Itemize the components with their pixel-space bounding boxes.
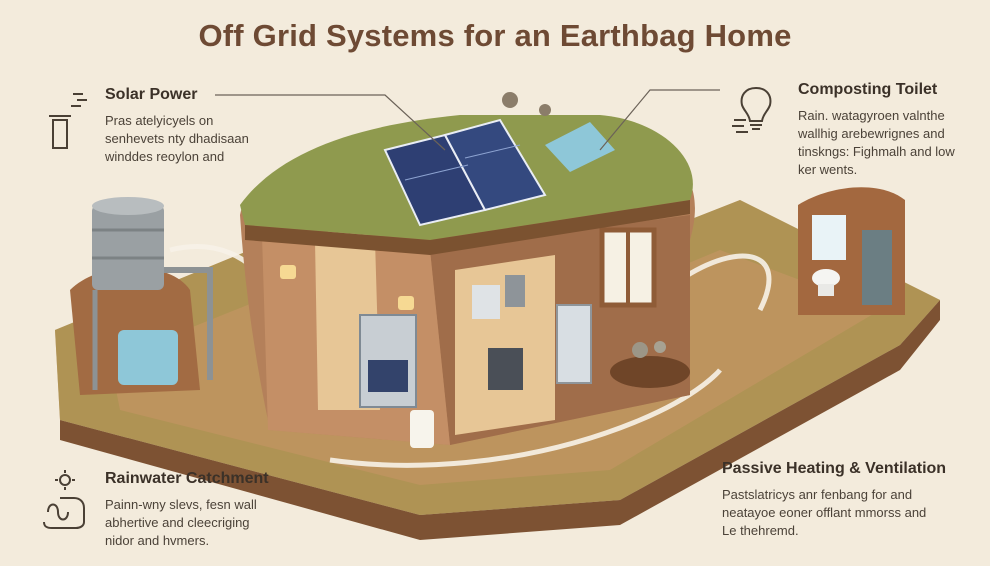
solar-power-description: Pras atelyicyels on senhevets nty dhadis…	[105, 113, 249, 164]
rainwater-catchment-description: Painn-wny slevs, fesn wall abhertive and…	[105, 497, 257, 548]
compost-pile	[610, 341, 690, 388]
page-title: Off Grid Systems for an Earthbag Home	[198, 18, 792, 53]
composting-toilet-heading: Composting Toilet	[798, 81, 938, 98]
composting-toilet-hut	[798, 187, 905, 315]
lightbulb-icon	[732, 86, 772, 133]
power-equipment	[359, 275, 592, 448]
composting-toilet-section: Composting Toilet Rain. watagyroen valnt…	[798, 81, 978, 179]
callout-lines	[215, 89, 720, 151]
passive-heating-description: Pastslatricys anr fenbang for and neatay…	[722, 487, 927, 538]
solar-panel-icon	[49, 93, 87, 149]
solar-panels	[383, 118, 615, 227]
passive-heating-heading: Passive Heating & Ventilation	[722, 460, 947, 477]
rainwater-catchment-heading: Rainwater Catchment	[105, 470, 269, 487]
solar-power-heading: Solar Power	[105, 86, 198, 103]
rainwater-catchment-section: Rainwater Catchment Painn-wny slevs, fes…	[105, 470, 325, 550]
rain-water-tank	[70, 197, 213, 395]
solar-power-section: Solar Power Pras atelyicyels on senhevet…	[105, 86, 295, 166]
composting-toilet-description: Rain. watagyroen valnthe wallhig arebewr…	[798, 108, 955, 177]
passive-heating-section: Passive Heating & Ventilation Pastslatri…	[722, 460, 952, 540]
sun-icon	[43, 470, 85, 529]
